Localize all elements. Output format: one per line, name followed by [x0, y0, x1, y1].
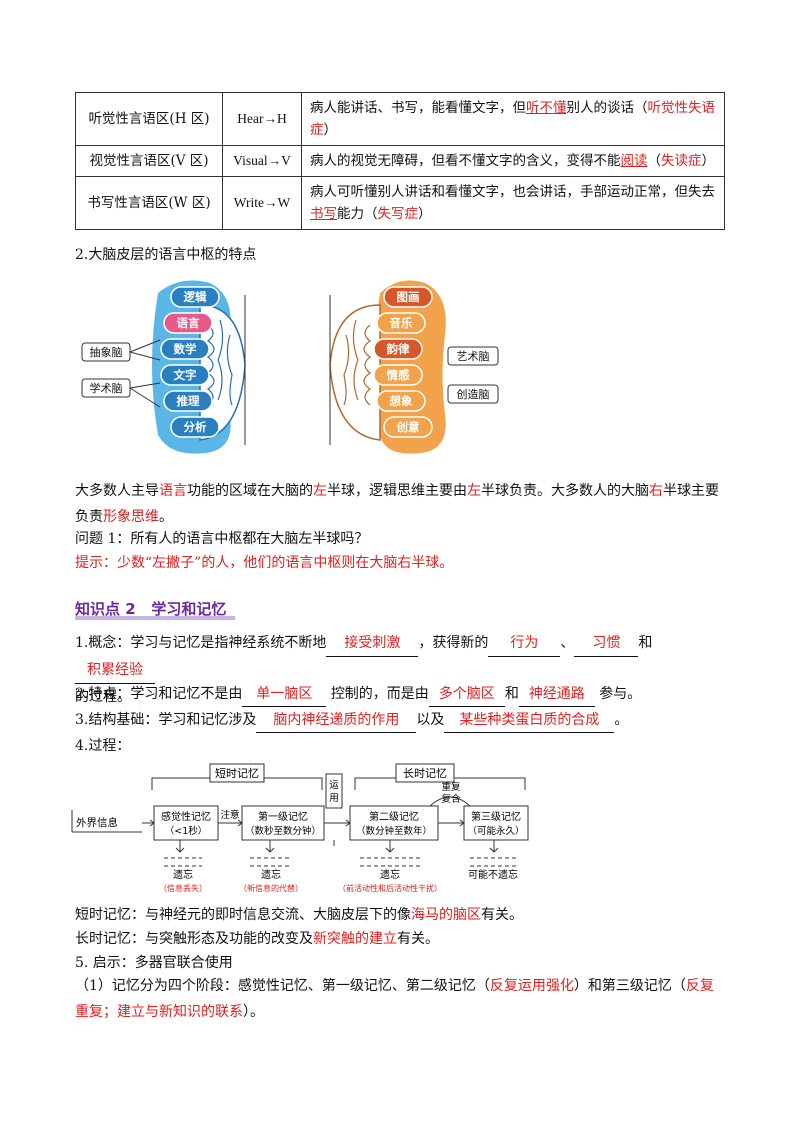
code-cell: Write→W [222, 176, 302, 230]
area-cell: 听觉性言语区(H 区) [75, 92, 223, 146]
left-brain-pill [163, 390, 213, 412]
short-term-label: 短时记忆 [215, 766, 259, 780]
language-area-table: 听觉性言语区(H 区) Hear→H 病人能讲话、书写，能看懂文字，但听不懂别人… [75, 92, 725, 230]
left-brain-pill-label: 数学 [174, 342, 197, 356]
external-info: 外界信息 [76, 816, 118, 829]
right-brain-pill-label: 创意 [396, 420, 420, 434]
area-cell: 书写性言语区(W 区) [75, 176, 223, 230]
forget-1: 遗忘 [173, 868, 193, 881]
right-brain-pill-label: 韵律 [387, 342, 410, 356]
left-brain-pill [160, 338, 210, 360]
area-cell: 视觉性言语区(V 区) [75, 145, 223, 177]
left-brain-pill-label: 文字 [174, 368, 197, 382]
right-brain-pill-label: 情感 [386, 368, 410, 382]
forget-2: 遗忘 [261, 868, 281, 881]
forget-4: 可能不遗忘 [468, 868, 518, 881]
table-row: 书写性言语区(W 区) Write→W 病人可听懂别人讲话和看懂文字，也会讲话，… [75, 176, 725, 230]
memory-process-diagram: 短时记忆 长时记忆 外界信息 感觉性记忆 （<1秒） 注意 第一级记忆 （数秒至… [71, 763, 529, 893]
right-label-art: 艺术脑 [457, 350, 490, 363]
svg-text:（数秒至数分钟）: （数秒至数分钟） [245, 825, 321, 837]
right-brain-pill-label: 图画 [397, 290, 420, 304]
right-label-create: 创造脑 [457, 387, 490, 401]
right-brain-pill [373, 364, 423, 386]
left-brain-pill-label: 语言 [177, 316, 200, 330]
desc-cell: 病人能讲话、书写，能看懂文字，但听不懂别人的谈话（听觉性失语症） [301, 92, 725, 146]
right-brain-pill [376, 312, 426, 334]
question-1: 问题 1：所有人的语言中枢都在大脑左半球吗？ [75, 531, 369, 547]
left-label-academic: 学术脑 [90, 381, 123, 395]
stages-paragraph: （1）记忆分为四个阶段：感觉性记忆、第一级记忆、第二级记忆（反复运用强化）和第三… [75, 978, 714, 1020]
knowledge-point-2-title: 知识点 2 学习和记忆 [75, 598, 235, 620]
right-brain-pill-label: 音乐 [390, 316, 413, 330]
left-brain-pill-label: 推理 [177, 394, 200, 408]
code-cell: Hear→H [222, 92, 302, 146]
section2-heading: 2.大脑皮层的语言中枢的特点 [75, 247, 257, 263]
left-brain-pill-label: 逻辑 [183, 290, 207, 304]
third-memory-box: 第三级记忆 [471, 810, 521, 823]
short-term-note: 短时记忆：与神经元的即时信息交流、大脑皮层下的像海马的脑区有关。 [75, 907, 523, 923]
hint-1: 提示：少数“左撇子”的人，他们的语言中枢则在大脑右半球。 [75, 555, 454, 571]
left-label-abstract: 抽象脑 [90, 345, 123, 359]
use-label: 运用 [329, 780, 339, 804]
svg-text:（新信息的代替）: （新信息的代替） [239, 883, 303, 893]
code-cell: Visual→V [222, 145, 302, 177]
svg-text:（前活动性和后活动性干扰）: （前活动性和后活动性干扰） [338, 883, 442, 893]
long-term-label: 长时记忆 [403, 767, 447, 780]
left-brain-pill [160, 364, 210, 386]
right-brain-pill [383, 416, 433, 438]
process-heading: 4.过程： [75, 738, 131, 754]
svg-text:（可能永久）: （可能永久） [467, 825, 524, 837]
left-brain-pill [163, 312, 213, 334]
right-brain-pill [376, 390, 426, 412]
left-brain-pill [170, 286, 220, 308]
table-row: 视觉性言语区(V 区) Visual→V 病人的视觉无障碍，但看不懂文字的含义，… [75, 145, 725, 177]
right-brain-pill-label: 想象 [389, 394, 413, 408]
long-term-note: 长时记忆：与突触形态及功能的改变及新突触的建立有关。 [75, 931, 439, 947]
desc-cell: 病人可听懂别人讲话和看懂文字，也会讲话，手部运动正常，但失去书写能力（失写症） [301, 176, 725, 230]
right-brain-pill [383, 286, 433, 308]
right-brain-pill [373, 338, 423, 360]
svg-text:（信息丢失）: （信息丢失） [159, 883, 207, 893]
first-memory-box: 第一级记忆 [258, 810, 308, 823]
forget-3: 遗忘 [380, 868, 400, 881]
combine-label: 复合 [441, 793, 461, 805]
feature-paragraph: 2.特点：学习和记忆不是由单一脑区 控制的，而是由多个脑区和神经通路 参与。 [75, 682, 641, 707]
sensory-memory-box: 感觉性记忆 [161, 810, 211, 823]
svg-text:（<1秒）: （<1秒） [165, 825, 208, 837]
left-brain-pill [170, 416, 220, 438]
second-memory-box: 第二级记忆 [369, 810, 419, 823]
attention-label: 注意 [220, 809, 239, 821]
repeat-label: 重复 [441, 781, 461, 793]
paragraph-hemisphere: 大多数人主导语言功能的区域在大脑的左半球，逻辑思维主要由左半球负责。大多数人的大… [75, 483, 719, 525]
table-row: 听觉性言语区(H 区) Hear→H 病人能讲话、书写，能看懂文字，但听不懂别人… [75, 92, 725, 146]
left-brain-pill-label: 分析 [184, 420, 207, 434]
svg-text:（数分钟至数年）: （数分钟至数年） [356, 825, 432, 837]
concept-paragraph: 1.概念：学习与记忆是指神经系统不断地接受刺激，获得新的行为、习惯和积累经验的过… [75, 630, 727, 710]
desc-cell: 病人的视觉无障碍，但看不懂文字的含义，变得不能阅读（失读症） [301, 145, 725, 177]
enlightenment: 5. 启示：多器官联合使用 [75, 955, 233, 971]
structure-paragraph: 3.结构基础：学习和记忆涉及脑内神经递质的作用以及某些种类蛋白质的合成。 [75, 708, 628, 733]
